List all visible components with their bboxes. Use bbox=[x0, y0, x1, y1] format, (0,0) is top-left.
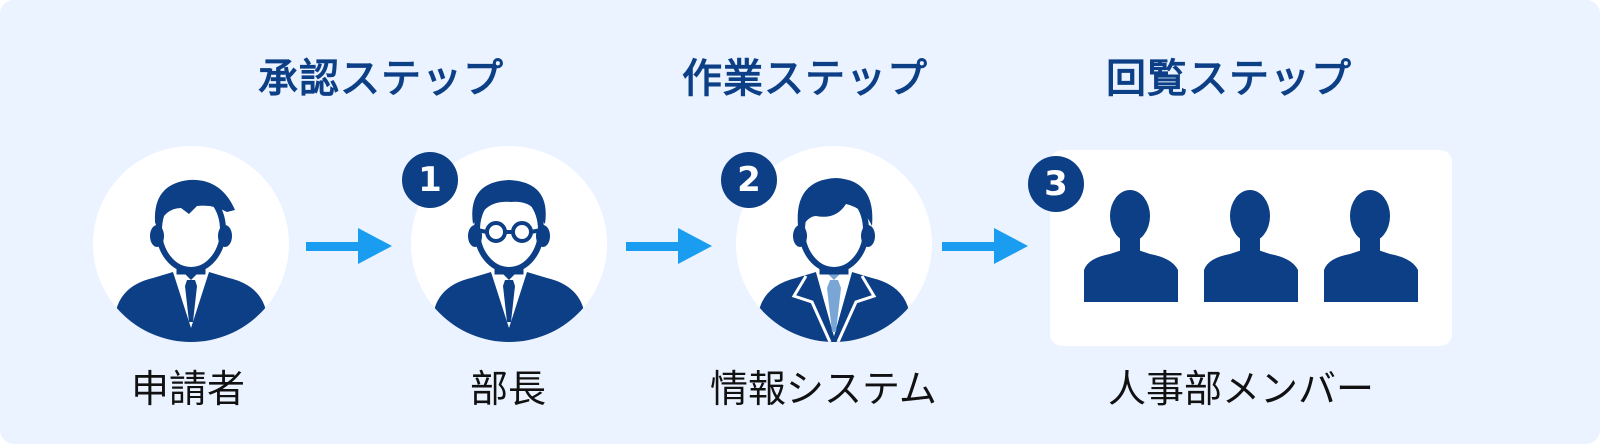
applicant-label: 申請者 bbox=[131, 367, 246, 411]
arrow-right-icon bbox=[626, 228, 712, 264]
arrow-right-icon bbox=[306, 228, 392, 264]
person-with-tie-icon bbox=[758, 178, 910, 342]
approval-step-title: 承認ステップ bbox=[258, 56, 504, 102]
step-3-badge: 3 bbox=[1028, 156, 1084, 212]
it-staff-label: 情報システム bbox=[710, 367, 937, 411]
person-in-suit-icon bbox=[115, 179, 267, 342]
person-with-glasses-icon bbox=[433, 180, 585, 342]
hr-members-group bbox=[1050, 150, 1452, 346]
group-of-people-icon bbox=[1084, 190, 1418, 302]
circulation-step-title: 回覧ステップ bbox=[1106, 56, 1352, 102]
arrow-right-icon bbox=[942, 228, 1028, 264]
manager-label: 部長 bbox=[470, 367, 547, 411]
step-1-badge: 1 bbox=[402, 152, 458, 208]
hr-members-label: 人事部メンバー bbox=[1108, 367, 1375, 411]
work-step-title: 作業ステップ bbox=[682, 56, 928, 102]
applicant-avatar bbox=[93, 146, 289, 342]
step-2-badge: 2 bbox=[721, 152, 777, 208]
